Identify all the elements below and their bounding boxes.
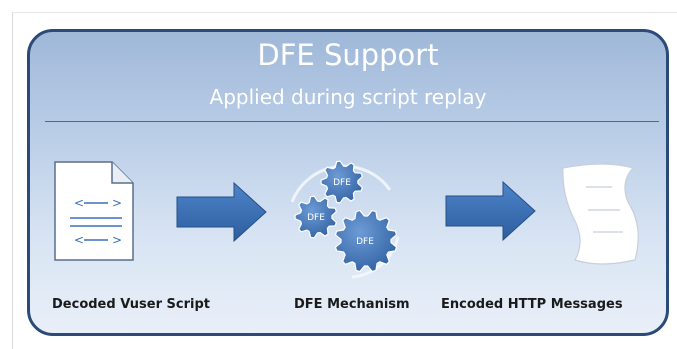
gear-body — [320, 160, 363, 204]
gear-label: DFE — [333, 178, 351, 188]
gear-label: DFE — [307, 213, 325, 223]
svg-text:<: < — [74, 233, 84, 247]
encoded-messages-label: Encoded HTTP Messages — [441, 297, 623, 312]
gear-label: DFE — [356, 237, 374, 247]
gear-icon — [294, 195, 337, 239]
gear-body — [294, 195, 337, 239]
flow-arrow-right — [176, 181, 267, 243]
svg-text:>: > — [112, 233, 122, 247]
header-divider — [45, 121, 659, 122]
flow-arrow-right — [445, 180, 536, 242]
decoded-script-document-icon: < > < > — [54, 161, 134, 261]
diagram-subtitle: Applied during script replay — [209, 85, 487, 109]
page-left-edge — [12, 12, 13, 349]
flow-diagram: < > < > DFE DFE DFE — [54, 160, 639, 279]
decoded-script-label: Decoded Vuser Script — [52, 297, 210, 312]
gear-icon — [320, 160, 363, 204]
diagram-title: DFE Support — [257, 38, 439, 72]
dfe-mechanism-label: DFE Mechanism — [294, 297, 410, 312]
svg-text:<: < — [74, 196, 84, 210]
page-top-edge — [12, 12, 677, 13]
encoded-messages-scroll-icon — [562, 163, 639, 265]
svg-text:>: > — [112, 196, 122, 210]
gear-body — [334, 209, 398, 273]
dfe-support-panel: DFE Support Applied during script replay… — [27, 29, 669, 336]
gear-icon — [334, 209, 398, 273]
